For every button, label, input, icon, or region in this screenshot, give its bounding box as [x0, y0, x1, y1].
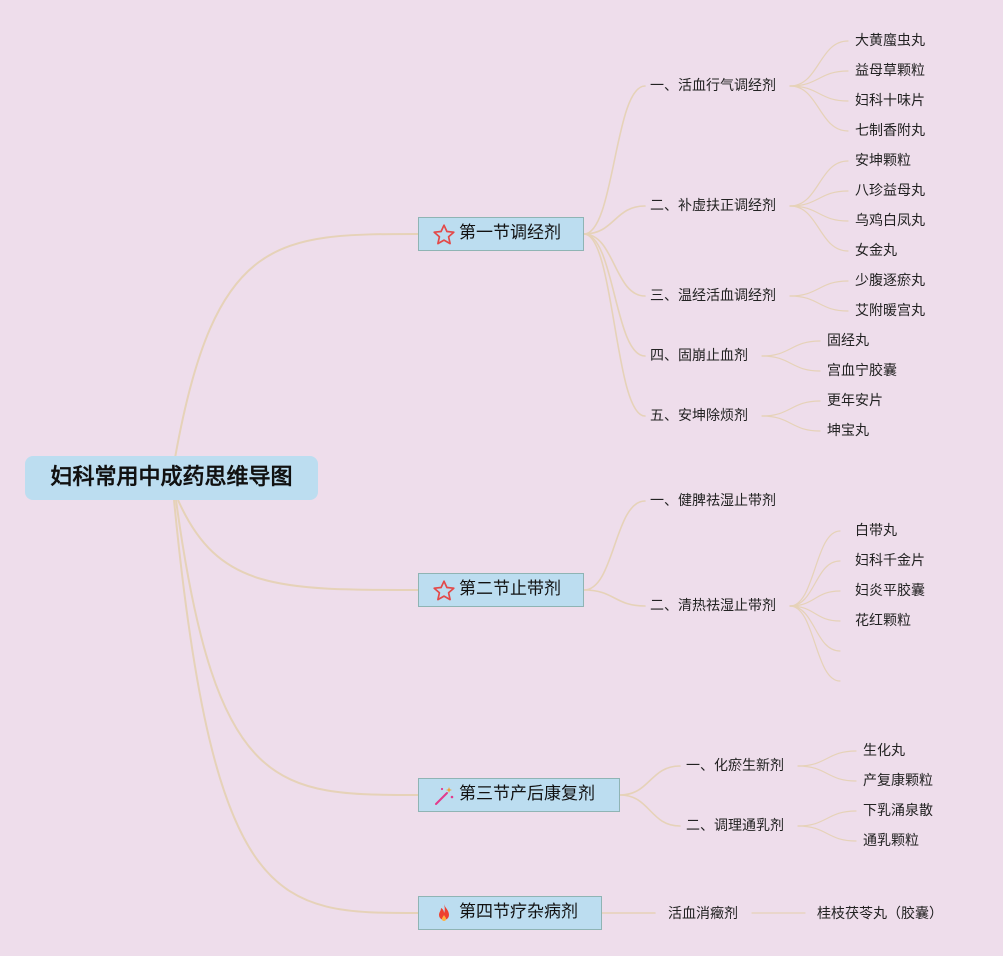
leaf-node[interactable]: 益母草颗粒 [855, 63, 925, 79]
section-title: 第一节调经剂 [459, 223, 561, 243]
connector-line [619, 794, 681, 827]
connector-line [177, 499, 419, 591]
connector-line [789, 40, 849, 87]
connector-line [583, 233, 646, 297]
connector-line [583, 233, 646, 417]
connector-line [789, 85, 849, 102]
connector-line [789, 590, 841, 607]
connector-line [789, 190, 849, 207]
connector-line [789, 530, 841, 607]
connector-line [761, 355, 821, 372]
fire-icon [439, 904, 449, 921]
group-node[interactable]: 四、固崩止血剂 [650, 348, 748, 364]
group-node[interactable]: 二、调理通乳剂 [686, 818, 784, 834]
section-title: 第三节产后康复剂 [459, 784, 595, 804]
leaf-node[interactable]: 妇科千金片 [855, 553, 925, 569]
section-node-1[interactable]: 第一节调经剂 [418, 217, 584, 251]
group-node[interactable]: 二、补虚扶正调经剂 [650, 198, 776, 214]
connector-line [789, 280, 849, 297]
leaf-node[interactable]: 八珍益母丸 [855, 183, 925, 199]
section-node-3[interactable]: 第三节产后康复剂 [418, 778, 620, 812]
leaf-node[interactable]: 七制香附丸 [855, 123, 925, 139]
leaf-node[interactable]: 乌鸡白凤丸 [855, 213, 925, 229]
group-node[interactable]: 一、活血行气调经剂 [650, 78, 776, 94]
leaf-node[interactable]: 通乳颗粒 [863, 833, 919, 849]
connector-line [797, 810, 857, 827]
group-node[interactable]: 一、化瘀生新剂 [686, 758, 784, 774]
leaf-node[interactable]: 更年安片 [827, 393, 883, 409]
connector-line [789, 560, 841, 607]
connector-line [761, 400, 821, 417]
group-node[interactable]: 活血消癥剂 [668, 906, 738, 922]
connector-line [583, 589, 646, 607]
group-node[interactable]: 三、温经活血调经剂 [650, 288, 776, 304]
connector-line [797, 825, 857, 842]
star-icon [433, 580, 455, 601]
connector-line [789, 160, 849, 207]
connector-line [583, 205, 646, 235]
leaf-node[interactable]: 产复康颗粒 [863, 773, 933, 789]
connector-line [789, 605, 841, 622]
connector-line [797, 750, 857, 767]
leaf-node[interactable]: 大黄䗪虫丸 [855, 33, 925, 49]
star-icon [433, 224, 455, 245]
leaf-node[interactable]: 花红颗粒 [855, 613, 911, 629]
leaf-node[interactable]: 妇科十味片 [855, 93, 925, 109]
root-node[interactable]: 妇科常用中成药思维导图 [25, 456, 318, 500]
leaf-node[interactable]: 白带丸 [855, 523, 897, 539]
connector-line [789, 85, 849, 132]
connector-line [761, 340, 821, 357]
connector-line [619, 765, 681, 796]
leaf-node[interactable]: 妇炎平胶囊 [855, 583, 925, 599]
group-node[interactable]: 五、安坤除烦剂 [650, 408, 748, 424]
section-title: 第二节止带剂 [459, 579, 561, 599]
connector-line [789, 70, 849, 87]
leaf-node[interactable]: 固经丸 [827, 333, 869, 349]
leaf-node[interactable]: 生化丸 [863, 743, 905, 759]
leaf-node[interactable]: 坤宝丸 [827, 423, 869, 439]
connector-line [789, 205, 849, 252]
connector-line [789, 295, 849, 312]
leaf-node[interactable]: 女金丸 [855, 243, 897, 259]
connector-line [174, 233, 419, 459]
connector-line [789, 605, 841, 652]
connector-line [797, 765, 857, 782]
group-node[interactable]: 二、清热祛湿止带剂 [650, 598, 776, 614]
connector-line [789, 205, 849, 222]
group-node[interactable]: 一、健脾祛湿止带剂 [650, 493, 776, 509]
connector-line [173, 499, 419, 914]
connector-line [175, 499, 419, 796]
leaf-node[interactable]: 安坤颗粒 [855, 153, 911, 169]
leaf-node[interactable]: 宫血宁胶囊 [827, 363, 897, 379]
leaf-node[interactable]: 少腹逐瘀丸 [855, 273, 925, 289]
leaf-node[interactable]: 艾附暖宫丸 [855, 303, 925, 319]
connector-line [583, 85, 646, 235]
leaf-node[interactable]: 下乳涌泉散 [863, 803, 933, 819]
section-node-2[interactable]: 第二节止带剂 [418, 573, 584, 607]
section-node-4[interactable]: 第四节疗杂病剂 [418, 896, 602, 930]
magic-wand-icon [435, 787, 454, 805]
connector-line [761, 415, 821, 432]
connector-line [583, 500, 646, 591]
leaf-node[interactable]: 桂枝茯苓丸（胶囊） [817, 906, 943, 922]
section-title: 第四节疗杂病剂 [459, 902, 578, 922]
connector-line [789, 605, 841, 682]
connector-line [583, 233, 646, 357]
